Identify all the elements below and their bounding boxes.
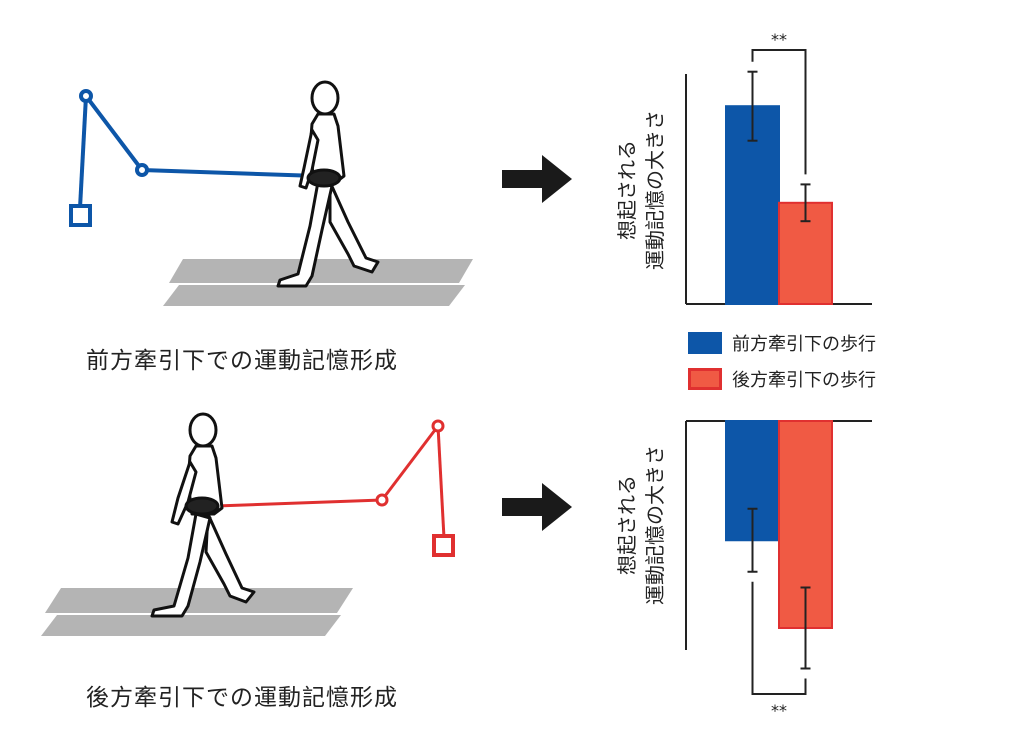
pulley-icon [431,419,445,433]
y-axis-label: 運動記憶の大きさ [643,110,667,270]
bar-chart-forward: ** 想起される運動記憶の大きさ [615,30,872,305]
treadmill-belt [169,259,473,283]
legend-item-forward: 前方牽引下の歩行 [688,330,876,356]
right-arrow-icon [502,155,572,203]
weight-icon [69,204,92,227]
pulley-icon [135,163,149,177]
significance-bracket [751,49,807,175]
legend-label: 後方牽引下の歩行 [732,370,876,391]
treadmill-belt [45,588,353,613]
bar-1 [778,201,833,305]
legend-swatch [688,368,722,390]
pulley-rig [69,89,319,227]
legend-item-backward: 後方牽引下の歩行 [688,366,876,392]
weight-icon [432,534,455,557]
pulley-icon [79,89,93,103]
walking-person-icon [150,412,256,618]
pulley-rig [215,419,455,557]
forward-traction-illustration [69,80,473,306]
legend-label: 前方牽引下の歩行 [732,334,876,355]
pulley-icon [375,493,389,507]
legend-swatch [688,332,722,354]
right-arrow-icon [502,483,572,531]
bar-chart-backward: ** 想起される運動記憶の大きさ [615,420,872,720]
significance-bracket [751,581,807,695]
significance-label: ** [771,30,787,49]
backward-traction-illustration [41,412,455,636]
walking-person-icon [276,80,380,288]
significance-label: ** [771,701,787,720]
treadmill-belt [41,615,341,636]
y-axis-label: 運動記憶の大きさ [643,445,667,605]
caption-forward: 前方牽引下での運動記憶形成 [86,348,398,374]
y-axis-label: 想起される [615,140,639,240]
caption-backward: 後方牽引下での運動記憶形成 [86,685,398,711]
y-axis-label: 想起される [615,475,639,575]
treadmill-belt [163,285,465,306]
